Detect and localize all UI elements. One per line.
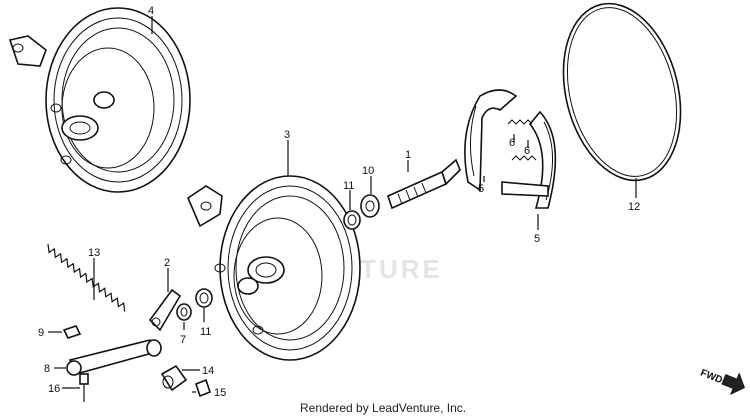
brake-panel-3 <box>187 175 361 361</box>
leader-lines <box>48 16 637 393</box>
oil-seal-11-lower <box>195 288 213 308</box>
wear-indicator-7 <box>176 303 192 321</box>
shoe-spring-6-a <box>507 119 533 125</box>
return-spring-13 <box>47 243 126 312</box>
label-11-upper: 11 <box>343 180 354 192</box>
label-16: 16 <box>48 383 60 395</box>
label-10: 10 <box>362 165 374 177</box>
collar-14 <box>160 364 188 392</box>
label-2: 2 <box>164 257 170 269</box>
label-3: 3 <box>284 129 290 141</box>
label-8: 8 <box>44 363 50 375</box>
label-6-b: 6 <box>524 145 530 157</box>
washer-10 <box>360 194 380 218</box>
label-4: 4 <box>148 5 154 17</box>
oil-seal-11-upper <box>343 210 361 230</box>
label-5-left: 5 <box>478 183 484 195</box>
label-12: 12 <box>628 201 640 213</box>
brake-arm-2 <box>148 288 182 332</box>
label-5-right: 5 <box>534 233 540 245</box>
label-11-lower: 11 <box>200 326 211 338</box>
forward-direction-arrow: FWD <box>699 368 745 396</box>
brake-shoe-5-left <box>464 89 518 192</box>
nut-9 <box>62 325 82 339</box>
label-15: 15 <box>214 387 226 399</box>
label-6-a: 6 <box>509 137 515 149</box>
label-1: 1 <box>405 149 411 161</box>
nut-15 <box>195 378 211 398</box>
brake-shoe-5-right <box>501 110 557 209</box>
brake-cam-shaft-1 <box>387 158 461 210</box>
brake-arm-link-8 <box>66 339 162 376</box>
bolt-16 <box>79 373 89 402</box>
label-13: 13 <box>88 247 100 259</box>
label-14: 14 <box>202 365 214 377</box>
brake-panel-4 <box>8 7 191 193</box>
o-ring-12 <box>562 2 682 182</box>
label-7: 7 <box>180 334 186 346</box>
shoe-spring-6-b <box>511 155 537 161</box>
label-9: 9 <box>38 327 44 339</box>
credit-text: Rendered by LeadVenture, Inc. <box>300 401 466 415</box>
fwd-label: FWD <box>699 368 724 387</box>
